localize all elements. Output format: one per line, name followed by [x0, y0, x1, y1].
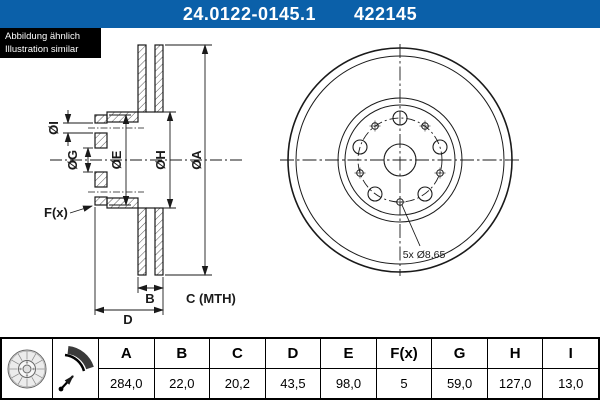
table-value-cell-e: 98,0	[320, 368, 376, 398]
brake-disc-icon	[7, 349, 47, 388]
table-value-cell-b: 22,0	[153, 368, 210, 398]
label-holes-note: 5x Ø8,65	[403, 249, 446, 261]
label-dia-i: ØI	[46, 121, 61, 135]
table-header-cell-b: B	[153, 339, 210, 369]
technical-drawing: ØI ØG ØE ØH ØA F(x) B C (MTH) D 5x Ø8,65	[44, 44, 520, 327]
table-header-cell-i: I	[542, 339, 598, 369]
cross-section-dimensions	[63, 44, 212, 315]
note-line-de: Abbildung ähnlich	[5, 31, 81, 42]
reference-number: 422145	[354, 3, 418, 24]
table-value-cell-c: 20,2	[209, 368, 265, 398]
table-value-cell-a: 284,0	[98, 368, 154, 398]
label-d: D	[123, 312, 132, 327]
table-value-cell-d: 43,5	[264, 368, 321, 398]
cross-section-view	[50, 44, 242, 276]
drawing-labels: ØI ØG ØE ØH ØA F(x) B C (MTH) D 5x Ø8,65	[44, 121, 445, 327]
label-b: B	[145, 291, 154, 306]
label-dia-g: ØG	[65, 150, 80, 170]
table-header-cell-e: E	[320, 339, 376, 369]
label-dia-a: ØA	[189, 150, 204, 170]
brake-pad-icon	[58, 345, 94, 391]
table-header-cell-a: A	[98, 339, 154, 369]
table-value-cell-h: 127,0	[486, 368, 543, 398]
part-number: 24.0122-0145.1	[182, 3, 317, 24]
table-icon-cell-pad	[52, 339, 98, 398]
table-value-cell-g: 59,0	[431, 368, 487, 398]
title-bar: 24.0122-0145.1 422145	[0, 0, 600, 28]
label-dia-e: ØE	[109, 150, 124, 169]
table-header-cell-fx: F(x)	[375, 339, 432, 369]
table-value-cell-fx: 5	[375, 368, 432, 398]
label-dia-h: ØH	[153, 150, 168, 170]
table-value-cell-i: 13,0	[542, 368, 598, 398]
table-header-cell-h: H	[486, 339, 543, 369]
similar-illustration-note: Abbildung ähnlich Illustration similar	[0, 28, 101, 58]
table-header-cell-g: G	[431, 339, 487, 369]
table-header-cell-d: D	[264, 339, 321, 369]
table-icon-cell-disc	[2, 339, 52, 398]
label-c-mth: C (MTH)	[186, 291, 236, 306]
label-f-x: F(x)	[44, 205, 68, 220]
front-view	[280, 44, 520, 276]
dimension-table: A B C D E F(x) G H I 284,0 22,0 20,2 43,…	[0, 337, 600, 400]
table-header-cell-c: C	[209, 339, 265, 369]
note-line-en: Illustration similar	[5, 43, 79, 55]
